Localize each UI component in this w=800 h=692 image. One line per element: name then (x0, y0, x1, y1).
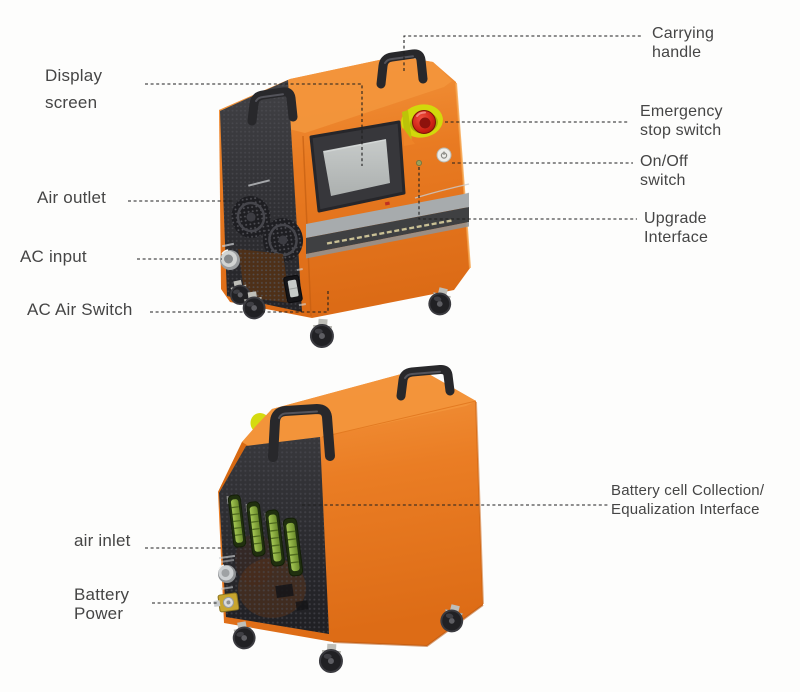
upgrade-interface-port (415, 159, 422, 166)
label-battery-cell-interface: Battery cell Collection/ Equalization In… (611, 481, 764, 519)
leader-carrying-handle (403, 35, 643, 71)
gray-stripe-band (306, 193, 469, 238)
label-upgrade-interface: Upgrade Interface (644, 209, 708, 247)
air-outlet-fan-left (231, 196, 271, 238)
battery-power-connector (213, 586, 240, 613)
carrying-handle-left (247, 87, 298, 126)
right-edge-highlight (455, 82, 471, 269)
left-side-panel (220, 80, 306, 312)
rear-panel (213, 437, 329, 634)
bottom-machine-illustration (213, 364, 484, 674)
bottom-edge-shade (332, 604, 484, 648)
leader-display-screen (145, 83, 363, 166)
label-ac-input: AC input (20, 247, 87, 266)
air-outlet-fan-right (262, 218, 304, 262)
label-line: AC Air Switch (27, 300, 133, 319)
thin-gray-line (306, 222, 469, 259)
air-inlet-connector (218, 554, 236, 583)
ac-air-switch-rocker (283, 268, 306, 307)
machine-top-face (242, 369, 476, 447)
caster-wheel (318, 642, 344, 674)
logo-mark (384, 201, 390, 206)
label-on-off-switch: On/Off switch (640, 152, 688, 190)
panel-lettering (248, 179, 270, 187)
label-display-screen: Display screen (45, 62, 102, 116)
label-line: handle (652, 44, 702, 61)
label-line: screen (45, 93, 98, 112)
label-air-outlet: Air outlet (37, 188, 106, 207)
label-air-inlet: air inlet (74, 531, 131, 550)
label-emergency-stop: Emergency stop switch (640, 102, 723, 140)
label-line: Battery cell Collection/ (611, 482, 765, 499)
emergency-stop-button (401, 104, 443, 146)
panel-socket (295, 600, 309, 611)
label-line: Battery (74, 585, 130, 604)
label-ac-air-switch: AC Air Switch (27, 300, 133, 319)
ac-input-connector (220, 242, 240, 270)
label-line: Upgrade (644, 210, 707, 227)
label-line: Equalization Interface (611, 501, 760, 518)
caster-wheel (309, 317, 336, 349)
battery-cell-interface-connectors (226, 493, 304, 578)
model-text-band (306, 207, 469, 254)
label-line: stop switch (640, 122, 722, 139)
right-edge-shade (475, 401, 484, 605)
label-line: On/Off (640, 153, 689, 170)
label-line: Power (74, 604, 124, 623)
band-lettering (326, 219, 453, 245)
label-battery-power: Battery Power (74, 585, 129, 623)
panel-socket (275, 583, 294, 599)
label-line: Air outlet (37, 188, 107, 207)
on-off-button (436, 147, 452, 163)
label-carrying-handle: Carrying handle (652, 24, 714, 62)
carrying-handle-right (376, 49, 428, 89)
label-line: Interface (644, 229, 709, 246)
label-line: Display (45, 66, 103, 85)
label-line: Carrying (652, 25, 715, 42)
label-line: switch (640, 172, 686, 189)
display-screen (309, 120, 406, 213)
top-machine-illustration (219, 49, 471, 349)
label-line: Emergency (640, 103, 723, 120)
leader-lines (128, 35, 643, 604)
carrying-handle-right (396, 364, 455, 401)
leader-upgrade-interface (418, 167, 637, 220)
leader-ac-air-switch (150, 289, 329, 313)
face-edge-line (321, 400, 477, 438)
label-line: AC input (20, 247, 87, 266)
carrying-handle-left (268, 404, 335, 462)
label-line: air inlet (74, 531, 131, 550)
